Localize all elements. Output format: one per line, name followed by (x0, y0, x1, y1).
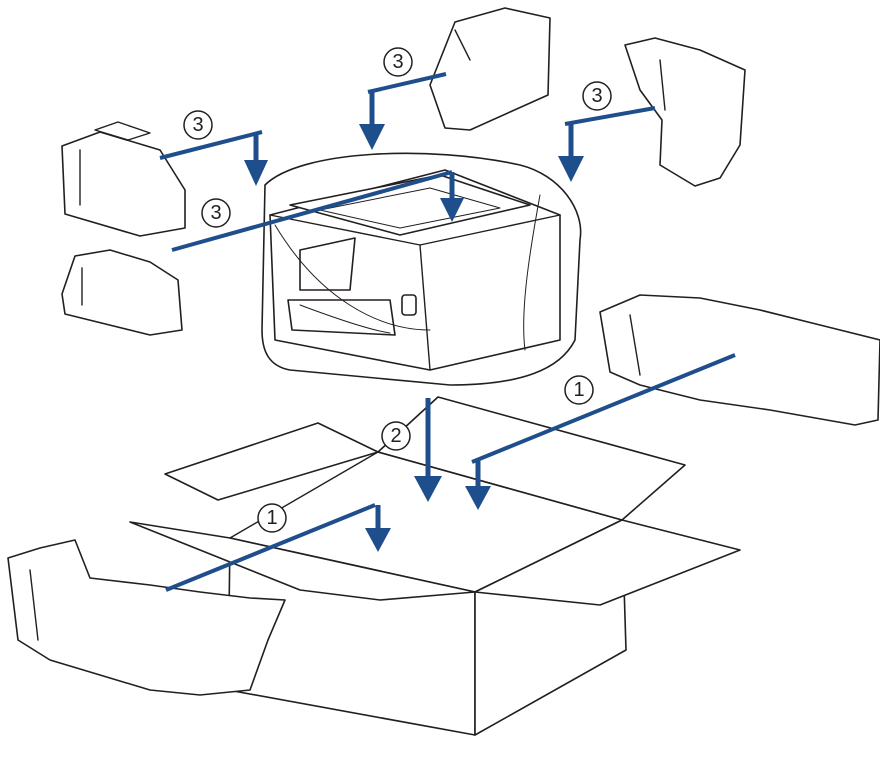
box-back-left-flap (165, 423, 378, 500)
callout-top-center: 3 (384, 48, 412, 76)
printer-button (402, 295, 416, 315)
callout-printer: 2 (382, 422, 410, 450)
box-back-right-flap (378, 397, 685, 520)
down-arrow-icon (359, 92, 385, 150)
packing-piece-top-left (62, 122, 185, 236)
callout-foam-left: 1 (258, 504, 286, 532)
down-arrow-icon (365, 505, 391, 552)
svg-text:3: 3 (392, 51, 403, 73)
svg-text:2: 2 (390, 425, 401, 447)
svg-text:3: 3 (210, 202, 221, 224)
packing-piece-middle-left (62, 250, 182, 335)
down-arrow-icon (244, 132, 268, 186)
callout-top-right: 3 (583, 82, 611, 110)
down-arrow-icon (558, 124, 584, 182)
svg-text:1: 1 (266, 507, 277, 529)
callout-foam-right: 1 (565, 376, 593, 404)
svg-text:3: 3 (192, 114, 203, 136)
printer (262, 153, 581, 385)
printer-paper-tray (288, 300, 395, 335)
svg-text:3: 3 (591, 85, 602, 107)
svg-text:1: 1 (573, 379, 584, 401)
packing-foam-right (600, 295, 880, 425)
leader-top-right (565, 108, 655, 124)
box-front-right-flap (475, 520, 740, 605)
callout-top-left: 3 (184, 111, 212, 139)
packing-piece-top-center (430, 8, 550, 130)
leader-top-left (160, 132, 262, 158)
callout-middle-left: 3 (202, 199, 230, 227)
